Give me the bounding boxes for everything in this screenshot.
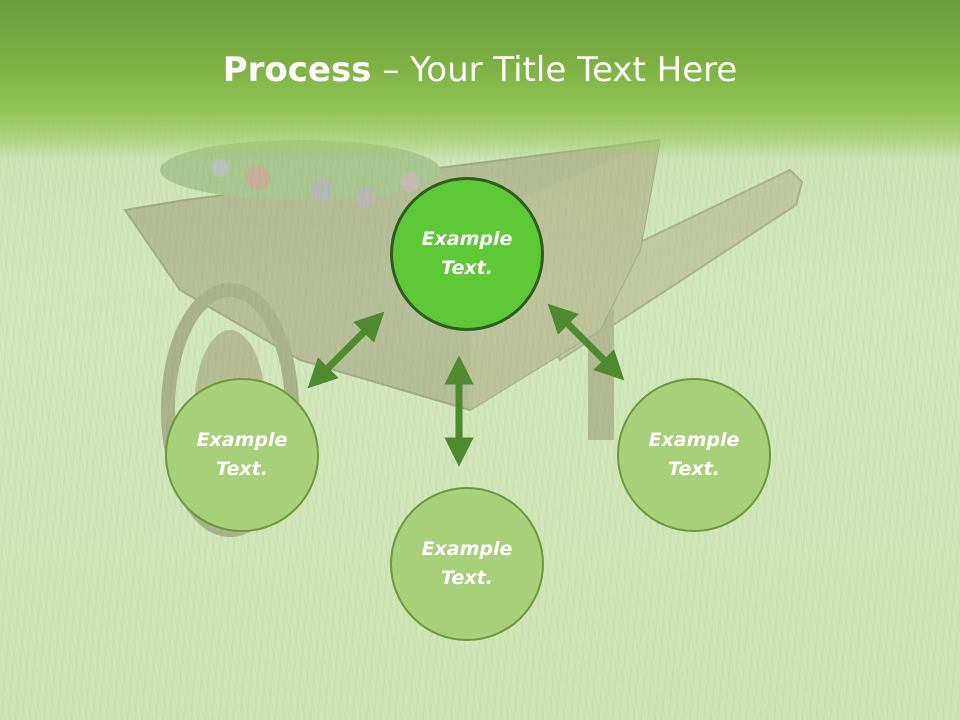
process-node-center[interactable]: Example Text. (390, 177, 544, 331)
arrow-center-left (307, 311, 385, 389)
node-bottom-label: Example Text. (407, 535, 527, 593)
node-left-line1: Example (196, 429, 288, 451)
slide-title: Process – Your Title Text Here (0, 50, 960, 90)
node-bottom-line2: Text. (441, 567, 493, 589)
title-rest: – Your Title Text Here (371, 50, 738, 90)
node-right-label: Example Text. (634, 426, 754, 484)
node-bottom-line1: Example (421, 538, 513, 560)
node-center-label: Example Text. (407, 225, 527, 283)
node-right-line1: Example (648, 429, 740, 451)
node-center-line2: Text. (441, 257, 493, 279)
node-right-line2: Text. (668, 458, 720, 480)
title-bold: Process (222, 50, 372, 90)
process-node-bottom[interactable]: Example Text. (390, 487, 544, 641)
node-left-label: Example Text. (182, 426, 302, 484)
process-node-right[interactable]: Example Text. (617, 378, 771, 532)
header-band (0, 0, 960, 160)
node-left-line2: Text. (216, 458, 268, 480)
process-node-left[interactable]: Example Text. (165, 378, 319, 532)
node-center-line1: Example (421, 228, 513, 250)
arrow-center-right (547, 303, 625, 381)
